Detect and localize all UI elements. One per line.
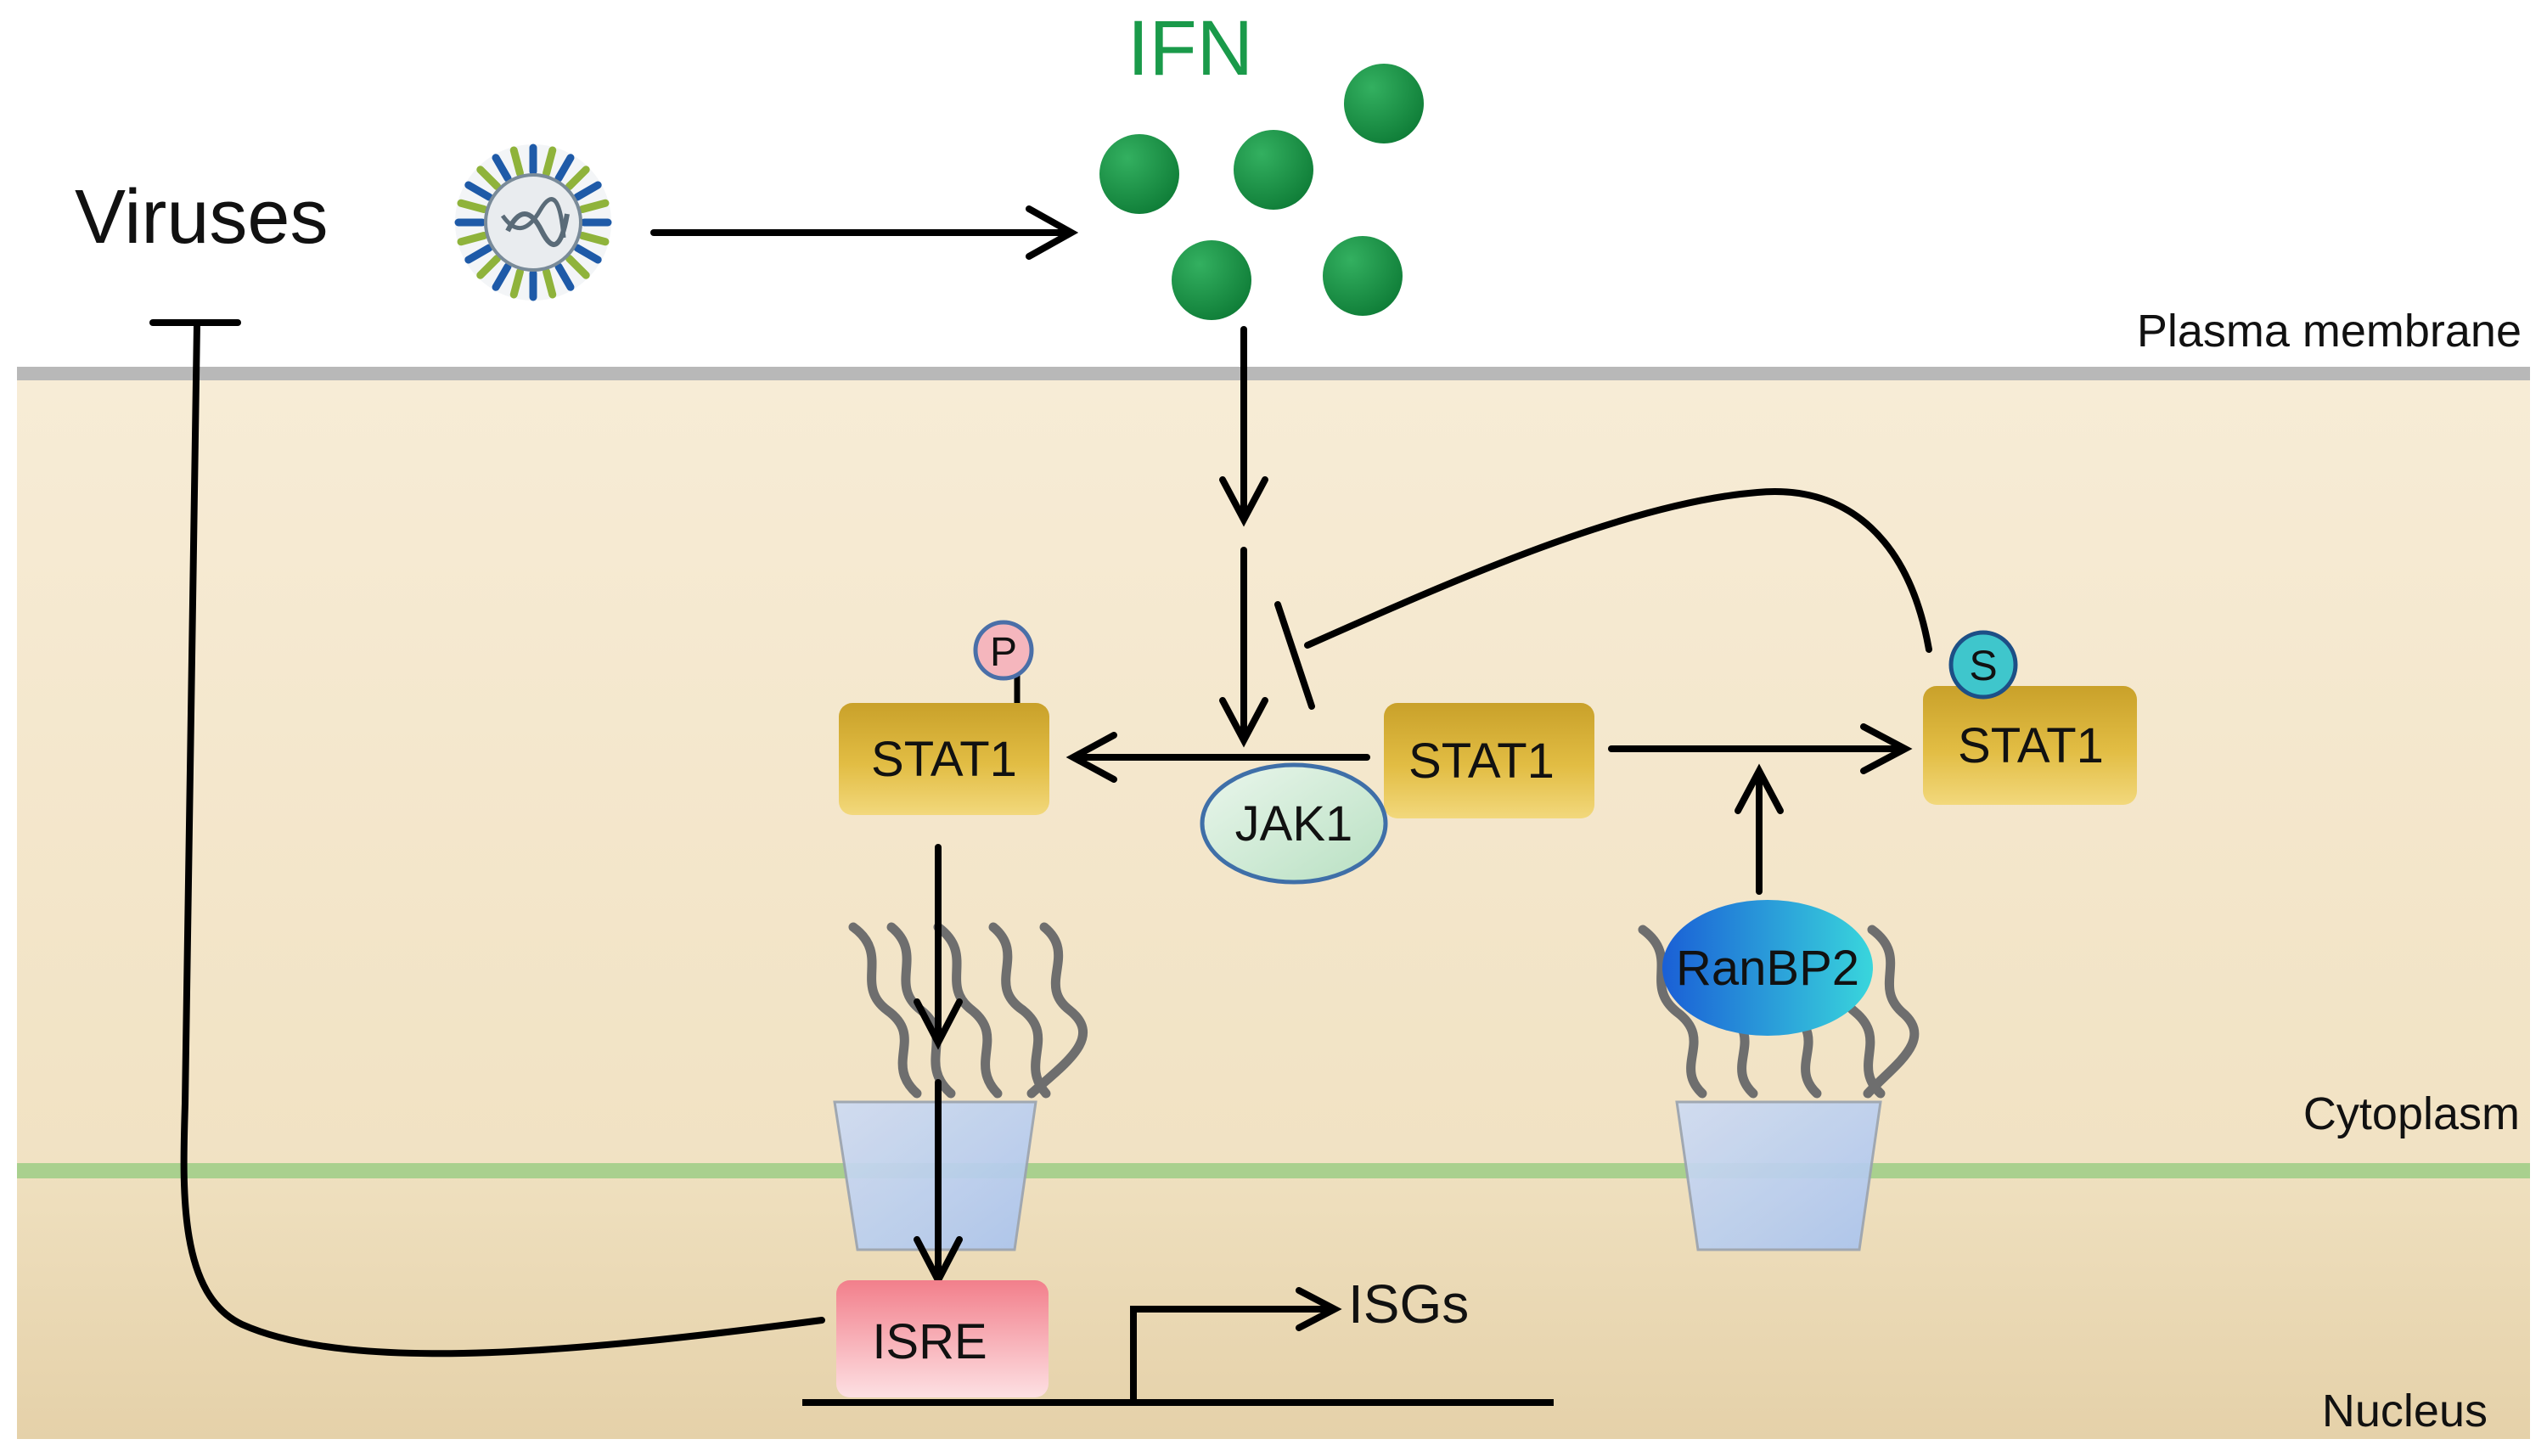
stat1-right-label: STAT1 bbox=[1958, 718, 2104, 773]
isg-transcription-arrow bbox=[1130, 1287, 1342, 1406]
phospho-badge-label: P bbox=[990, 630, 1017, 675]
receptor-to-jak1-arrow bbox=[1219, 547, 1268, 748]
stat1-left-label: STAT1 bbox=[871, 732, 1017, 787]
viruses-label: Viruses bbox=[75, 175, 328, 260]
isre-node: ISRE bbox=[836, 1280, 1049, 1397]
stat1-center: STAT1 bbox=[1384, 703, 1594, 818]
ifn-down-arrow bbox=[1219, 326, 1268, 527]
plasma-membrane-line bbox=[17, 367, 2530, 380]
nucleus-region bbox=[17, 1169, 2530, 1439]
phospho-badge: P bbox=[973, 620, 1034, 681]
sumo-stat1-inhibition-line bbox=[1274, 488, 1932, 710]
stat1-to-sumo-stat1-arrow bbox=[1608, 723, 1913, 774]
nucleus-label: Nucleus bbox=[2322, 1386, 2488, 1436]
isre-inhibits-viruses-line bbox=[149, 319, 825, 1358]
isgs-label: ISGs bbox=[1348, 1273, 1469, 1335]
ifn-dot bbox=[1234, 130, 1313, 210]
ranbp2-up-arrow bbox=[1735, 763, 1784, 895]
isre-label: ISRE bbox=[872, 1314, 987, 1369]
virus-to-ifn-arrow bbox=[650, 205, 1079, 260]
ifn-dot bbox=[1172, 240, 1251, 320]
jak1-node: JAK1 bbox=[1200, 762, 1388, 885]
ifn-dot bbox=[1344, 64, 1424, 143]
ranbp2-node: RanBP2 bbox=[1662, 900, 1873, 1036]
plasma-membrane-label: Plasma membrane bbox=[2137, 306, 2522, 357]
jak1-to-pstat1-arrow bbox=[1065, 732, 1370, 783]
nuclear-membrane-line bbox=[17, 1163, 2530, 1178]
ifn-dot bbox=[1323, 236, 1403, 316]
stat1-sumoylated: STAT1 bbox=[1923, 686, 2137, 805]
stat1-center-label: STAT1 bbox=[1408, 734, 1555, 789]
ifn-dot bbox=[1099, 134, 1179, 214]
stat1-phosphorylated: STAT1 bbox=[839, 669, 1049, 815]
ifn-particles bbox=[1099, 64, 1424, 320]
sumo-badge-label: S bbox=[1969, 642, 1997, 689]
virus-particle-icon bbox=[454, 143, 612, 301]
sumo-badge: S bbox=[1948, 630, 2018, 700]
ranbp2-label: RanBP2 bbox=[1676, 941, 1859, 996]
jak1-label: JAK1 bbox=[1235, 796, 1353, 852]
ifn-label: IFN bbox=[1127, 5, 1253, 92]
cytoplasm-label: Cytoplasm bbox=[2303, 1088, 2520, 1139]
